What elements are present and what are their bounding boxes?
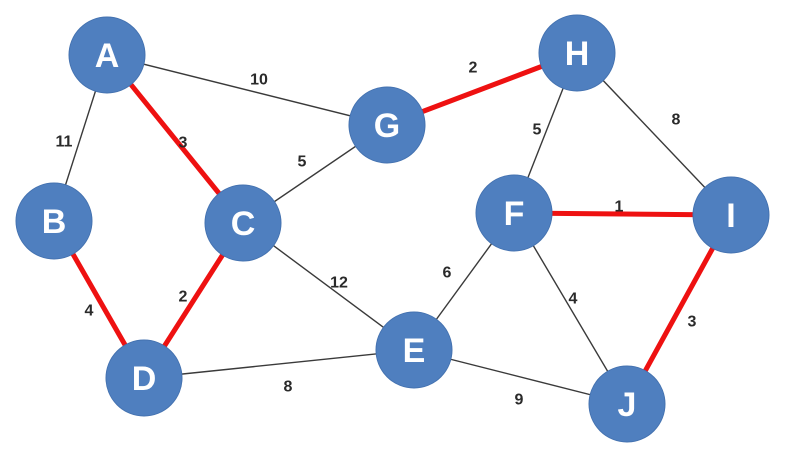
node-label: E bbox=[403, 332, 426, 370]
node-circle bbox=[538, 14, 616, 92]
weight-label-d-e: 8 bbox=[284, 379, 293, 396]
node-circle bbox=[375, 311, 453, 389]
node-label: C bbox=[231, 205, 256, 243]
node-circle bbox=[15, 182, 93, 260]
node-h: H bbox=[538, 14, 616, 92]
node-circle bbox=[68, 16, 146, 94]
node-circle bbox=[692, 176, 770, 254]
node-j: J bbox=[588, 365, 666, 443]
node-label: F bbox=[504, 195, 525, 233]
weight-label-b-d: 4 bbox=[85, 303, 94, 320]
node-label: A bbox=[95, 37, 120, 75]
node-circle bbox=[348, 86, 426, 164]
node-label: G bbox=[374, 107, 400, 145]
node-label: B bbox=[42, 203, 67, 241]
node-label: D bbox=[132, 360, 157, 398]
weight-label-a-g: 10 bbox=[250, 72, 268, 89]
node-g: G bbox=[348, 86, 426, 164]
weight-label-e-j: 9 bbox=[515, 392, 524, 409]
weight-label-g-h: 2 bbox=[469, 60, 478, 77]
weight-label-a-b: 11 bbox=[56, 134, 73, 151]
node-c: C bbox=[204, 184, 282, 262]
weight-label-h-i: 8 bbox=[672, 112, 681, 129]
weight-label-c-d: 2 bbox=[179, 289, 188, 306]
node-a: A bbox=[68, 16, 146, 94]
weight-label-f-i: 1 bbox=[615, 199, 624, 216]
node-circle bbox=[105, 339, 183, 417]
node-d: D bbox=[105, 339, 183, 417]
weight-label-f-j: 4 bbox=[569, 291, 578, 308]
node-b: B bbox=[15, 182, 93, 260]
node-circle bbox=[475, 174, 553, 252]
node-circle bbox=[204, 184, 282, 262]
node-label: J bbox=[618, 386, 637, 424]
weight-label-c-g: 5 bbox=[298, 154, 307, 171]
edge-a-g bbox=[106, 54, 388, 126]
weight-label-a-c: 3 bbox=[179, 135, 188, 152]
nodes-layer: A B C D E F G H I J bbox=[15, 14, 770, 443]
weight-labels-layer: 11 10 3 4 5 2 12 8 2 5 8 1 6 4 9 3 bbox=[56, 60, 697, 409]
node-e: E bbox=[375, 311, 453, 389]
node-label: I bbox=[726, 197, 735, 235]
node-label: H bbox=[565, 35, 590, 73]
weight-label-c-e: 12 bbox=[330, 275, 348, 292]
node-f: F bbox=[475, 174, 553, 252]
node-circle bbox=[588, 365, 666, 443]
node-i: I bbox=[692, 176, 770, 254]
weight-label-f-e: 6 bbox=[443, 265, 452, 282]
weight-label-i-j: 3 bbox=[688, 314, 697, 331]
edge-d-e bbox=[143, 349, 415, 379]
weight-label-h-f: 5 bbox=[533, 122, 542, 139]
